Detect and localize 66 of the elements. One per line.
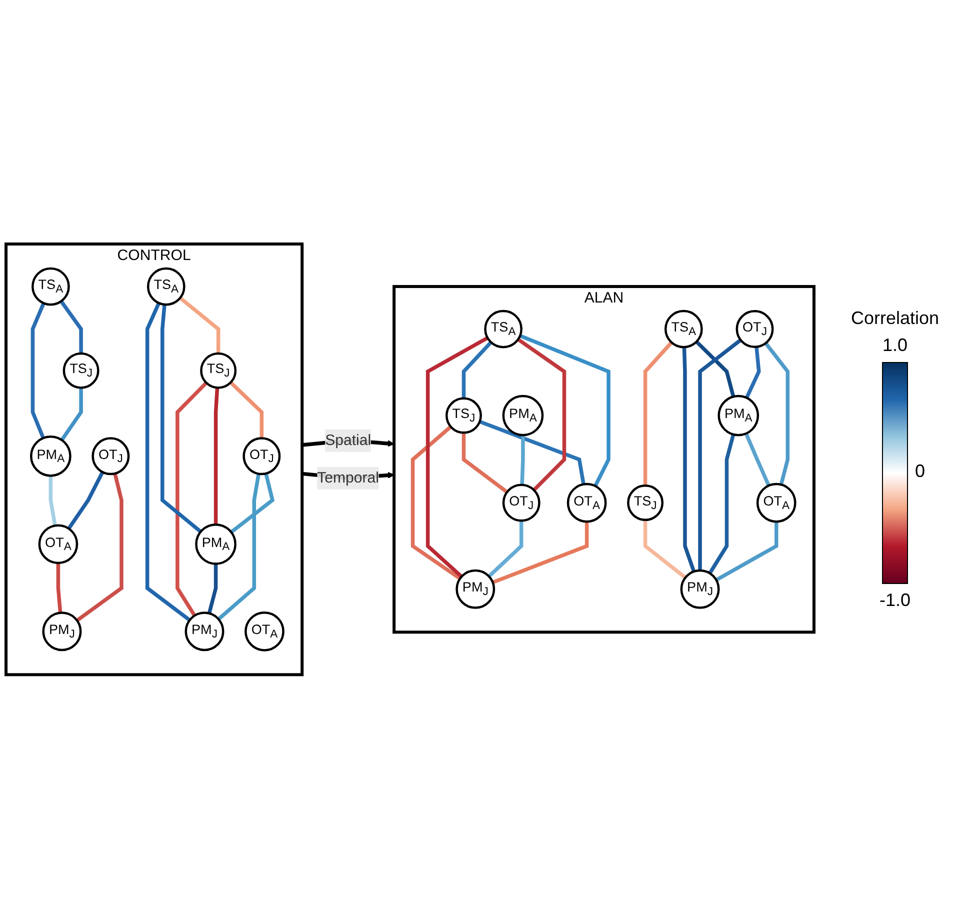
connector bbox=[744, 432, 770, 486]
connector bbox=[48, 475, 57, 526]
connector bbox=[479, 420, 586, 484]
node-circle: TS$_{J}$ bbox=[62, 352, 100, 388]
node-circle: PM$_{A}$ bbox=[30, 435, 72, 476]
connector bbox=[67, 470, 104, 530]
node-circle: PM$_{J}$ bbox=[184, 611, 224, 651]
connector bbox=[462, 340, 492, 398]
node-circle: OT$_{J}$ bbox=[242, 436, 281, 475]
connector bbox=[207, 563, 218, 614]
node-circle: PM$_{J}$ bbox=[456, 569, 496, 608]
node-circle: OT$_{A}$ bbox=[566, 482, 607, 522]
connector bbox=[643, 520, 687, 579]
connector bbox=[682, 346, 696, 572]
connector bbox=[462, 432, 508, 494]
connector bbox=[230, 472, 275, 534]
node-circle: TS$_{J}$ bbox=[627, 484, 664, 521]
node-circle: TS$_{A}$ bbox=[664, 310, 703, 348]
connector bbox=[176, 381, 208, 616]
node-circle: TS$_{J}$ bbox=[445, 396, 482, 434]
node-circle: OT$_{J}$ bbox=[502, 483, 540, 522]
connector bbox=[708, 434, 736, 574]
node-circle: OT$_{A}$ bbox=[756, 482, 796, 522]
connector bbox=[30, 302, 46, 438]
tick-label: 1.0 bbox=[882, 334, 908, 356]
connector bbox=[426, 336, 488, 578]
node-circle: PM$_{A}$ bbox=[195, 523, 236, 564]
axis-title: Correlation bbox=[850, 308, 940, 328]
node-circle: TS$_{A}$ bbox=[32, 266, 70, 306]
connector bbox=[145, 302, 191, 622]
connector bbox=[410, 424, 462, 580]
connector bbox=[60, 387, 83, 441]
connector bbox=[643, 340, 673, 486]
connector bbox=[160, 304, 202, 533]
connector bbox=[229, 380, 264, 438]
tick-label: -1.0 bbox=[879, 590, 911, 610]
connector bbox=[56, 562, 62, 613]
node-circle: OT$_{J}$ bbox=[92, 436, 130, 475]
node-circle: OT$_{A}$ bbox=[38, 524, 78, 564]
connector bbox=[488, 520, 524, 578]
edge-label: Temporal bbox=[317, 470, 380, 486]
node-circle: OT$_{A}$ bbox=[244, 611, 284, 652]
connector bbox=[76, 472, 124, 622]
node-circle: TS$_{A}$ bbox=[484, 310, 522, 348]
node-circle: PM$_{J}$ bbox=[42, 611, 82, 651]
connector bbox=[519, 334, 610, 486]
connector bbox=[178, 296, 220, 354]
connector bbox=[60, 300, 83, 354]
connector bbox=[715, 521, 778, 582]
connector bbox=[695, 340, 736, 397]
edge-label: Spatial bbox=[325, 432, 372, 448]
node-circle: PM$_{A}$ bbox=[718, 394, 760, 436]
connector bbox=[492, 521, 589, 584]
connector bbox=[214, 387, 220, 524]
node-circle: OT$_{J}$ bbox=[736, 310, 774, 348]
connector bbox=[744, 346, 761, 398]
connector bbox=[764, 342, 790, 485]
node-circle: PM$_{A}$ bbox=[502, 394, 544, 436]
node-circle: TS$_{A}$ bbox=[146, 266, 186, 306]
tick-label: 0 bbox=[915, 460, 926, 482]
connector bbox=[217, 473, 260, 620]
node-circle: PM$_{J}$ bbox=[680, 569, 720, 608]
connector bbox=[520, 434, 525, 485]
node-circle: TS$_{J}$ bbox=[200, 352, 237, 388]
connector bbox=[698, 338, 742, 570]
connector bbox=[517, 337, 566, 492]
